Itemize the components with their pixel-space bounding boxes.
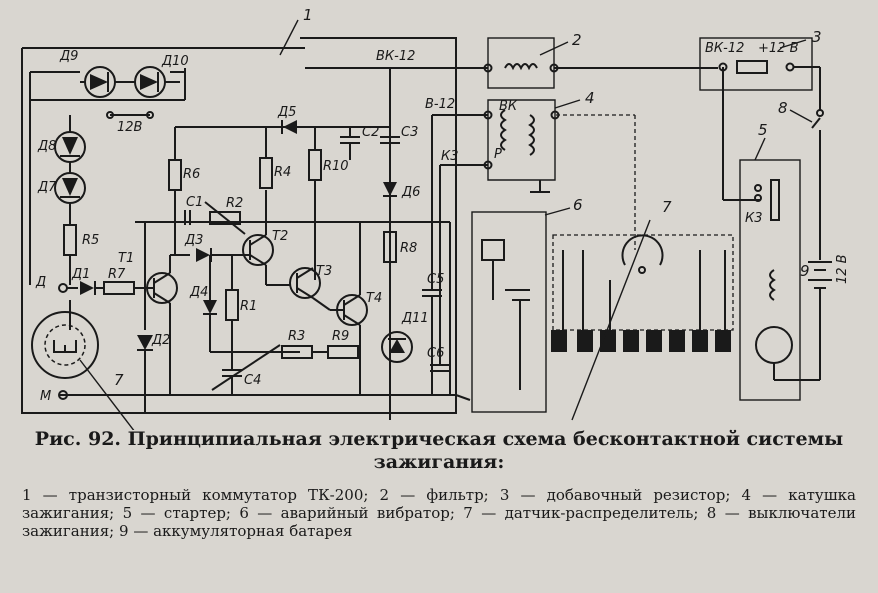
- svg-text:R7: R7: [108, 267, 126, 282]
- diode-d7: [54, 172, 86, 204]
- svg-text:2: 2: [572, 31, 582, 49]
- svg-text:Д2: Д2: [151, 333, 170, 348]
- svg-text:Д9: Д9: [59, 49, 78, 64]
- svg-text:R6: R6: [183, 167, 200, 182]
- figure-caption-title: Рис. 92. Принципиальная электрическая сх…: [34, 428, 844, 473]
- svg-text:Д10: Д10: [161, 54, 189, 69]
- svg-text:R3: R3: [288, 329, 305, 344]
- svg-text:Д4: Д4: [189, 285, 208, 300]
- diode-d2: [137, 335, 153, 350]
- svg-text:12В: 12В: [117, 120, 143, 135]
- svg-text:R1: R1: [240, 299, 257, 314]
- svg-text:C5: C5: [427, 272, 444, 287]
- diode-d5: [283, 120, 297, 134]
- emergency-vibrator-6: [471, 211, 547, 413]
- svg-text:Р: Р: [494, 147, 502, 162]
- resistor-r7: [103, 281, 135, 295]
- svg-text:C4: C4: [244, 373, 261, 388]
- diode-d1: [80, 281, 94, 295]
- extra-resistor-3: [699, 37, 813, 91]
- distributor-7: [552, 234, 734, 331]
- resistor-r2: [209, 211, 241, 225]
- resistor-r1: [225, 289, 239, 321]
- diode-d8: [54, 131, 86, 163]
- svg-text:12 В: 12 В: [835, 254, 850, 284]
- ignition-coil-4: [483, 99, 560, 193]
- svg-text:C1: C1: [186, 195, 203, 210]
- resistor-r9: [327, 345, 359, 359]
- svg-text:Д7: Д7: [37, 180, 57, 195]
- sensor-coil-7: [31, 311, 99, 379]
- svg-text:4: 4: [585, 89, 595, 107]
- resistor-r5: [63, 224, 77, 256]
- svg-text:R8: R8: [400, 241, 417, 256]
- svg-text:7: 7: [114, 371, 124, 389]
- svg-text:T2: T2: [272, 229, 288, 244]
- transistor-t1: [146, 272, 178, 304]
- resistor-r10: [308, 149, 322, 181]
- svg-text:R9: R9: [332, 329, 349, 344]
- diode-d10: [134, 66, 166, 98]
- svg-text:Д6: Д6: [401, 185, 420, 200]
- svg-text:T1: T1: [118, 251, 134, 266]
- svg-text:3: 3: [812, 28, 822, 46]
- svg-text:Д11: Д11: [401, 311, 429, 326]
- callout-numbers: 1 2 3 4 5 6 7 7 8 9: [114, 6, 822, 389]
- commutator-box: [21, 37, 457, 414]
- svg-text:C3: C3: [401, 125, 418, 140]
- component-labels: ВК-12 ВК-12 +12 В В-12 ВК К3 К3 Р Д9 Д10…: [35, 41, 850, 404]
- svg-text:Д5: Д5: [277, 105, 296, 120]
- svg-text:R4: R4: [274, 165, 291, 180]
- svg-text:К3: К3: [441, 149, 459, 164]
- transistor-t2: [242, 234, 274, 266]
- zener-diode-d11: [381, 331, 413, 363]
- svg-text:5: 5: [758, 121, 768, 139]
- svg-text:+12 В: +12 В: [758, 41, 799, 56]
- filter-2: [483, 37, 559, 89]
- ignition-circuit-diagram: 1 2 3 4 5 6 7 7 8 9 ВК-12 ВК-12 +12 В В-…: [21, 6, 850, 430]
- svg-text:М: М: [40, 389, 51, 404]
- diode-d4: [203, 300, 217, 314]
- svg-text:8: 8: [778, 99, 788, 117]
- transistor-t3: [289, 267, 321, 299]
- diode-d9: [84, 66, 116, 98]
- svg-text:T4: T4: [366, 291, 382, 306]
- svg-text:ВК: ВК: [499, 99, 518, 114]
- svg-text:ВК-12: ВК-12: [705, 41, 744, 56]
- svg-text:Д1: Д1: [71, 267, 90, 282]
- battery-9: [808, 261, 832, 289]
- starter-5: [739, 159, 801, 401]
- supply-wires: [29, 67, 718, 420]
- resistor-r6: [168, 159, 182, 191]
- figure-caption-legend: 1 — транзисторный коммутатор ТК-200; 2 —…: [22, 486, 856, 540]
- svg-text:6: 6: [573, 196, 583, 214]
- svg-text:7: 7: [662, 198, 672, 216]
- svg-text:T3: T3: [316, 264, 332, 279]
- diode-d3: [196, 248, 210, 262]
- svg-text:ВК-12: ВК-12: [376, 49, 415, 64]
- svg-text:C6: C6: [427, 346, 444, 361]
- svg-text:R5: R5: [82, 233, 99, 248]
- svg-text:R2: R2: [226, 196, 243, 211]
- ignition-switch-8: [811, 109, 824, 129]
- svg-text:Д8: Д8: [37, 139, 56, 154]
- svg-text:Д3: Д3: [184, 233, 203, 248]
- diode-d6: [383, 182, 397, 196]
- svg-text:1: 1: [303, 6, 313, 24]
- spark-plugs: [551, 330, 731, 352]
- resistor-r4: [259, 157, 273, 189]
- svg-text:9: 9: [800, 262, 810, 280]
- svg-text:В-12: В-12: [425, 97, 455, 112]
- svg-text:C2: C2: [362, 125, 379, 140]
- resistor-r8: [383, 231, 397, 263]
- svg-text:R10: R10: [323, 159, 349, 174]
- svg-text:Д: Д: [35, 275, 46, 290]
- svg-text:К3: К3: [745, 211, 763, 226]
